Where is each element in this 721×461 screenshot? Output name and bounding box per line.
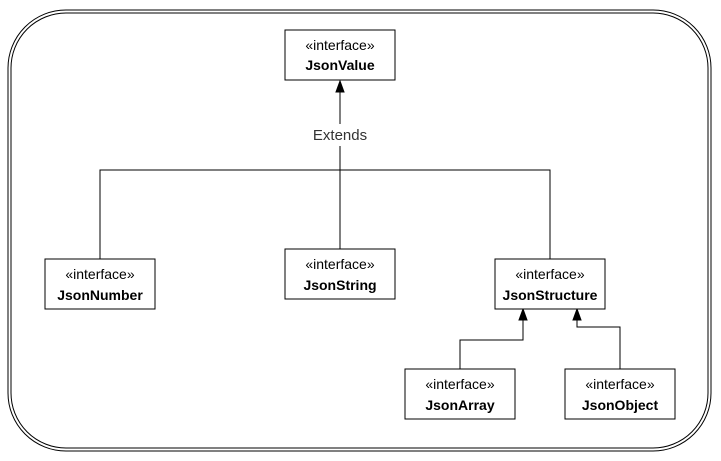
outer-frame [7, 9, 712, 452]
arrowhead-jsonstructure-right [572, 307, 582, 321]
edge-jsonobject-to-jsonstructure [576, 319, 621, 369]
interface-box-jsonobject: «interface» JsonObject [564, 368, 676, 420]
stereotype-label: «interface» [425, 376, 494, 392]
interface-box-jsonarray: «interface» JsonArray [404, 368, 516, 420]
interface-name: JsonValue [305, 57, 374, 73]
arrowhead-jsonvalue [335, 79, 345, 93]
extends-label: Extends [307, 124, 373, 146]
interface-box-jsonstructure: «interface» JsonStructure [494, 258, 606, 310]
arrowhead-jsonstructure-left [518, 307, 528, 321]
stereotype-label: «interface» [305, 256, 374, 272]
interface-name: JsonStructure [503, 287, 598, 303]
extends-label-text: Extends [313, 127, 367, 144]
interface-name: JsonArray [425, 397, 494, 413]
edge-jsonnumber-branch [99, 169, 551, 259]
interface-name: JsonObject [582, 397, 659, 413]
stereotype-label: «interface» [585, 376, 654, 392]
stereotype-label: «interface» [65, 266, 134, 282]
edge-jsonarray-to-jsonstructure [459, 319, 524, 369]
interface-box-jsonvalue: «interface» JsonValue [284, 29, 396, 81]
interface-name: JsonNumber [57, 287, 143, 303]
interface-box-jsonstring: «interface» JsonString [284, 248, 396, 300]
interface-box-jsonnumber: «interface» JsonNumber [44, 258, 156, 310]
stereotype-label: «interface» [305, 37, 374, 53]
connectors [99, 79, 621, 369]
interface-name: JsonString [303, 277, 376, 293]
outer-frame-inner [10, 12, 709, 449]
stereotype-label: «interface» [515, 266, 584, 282]
